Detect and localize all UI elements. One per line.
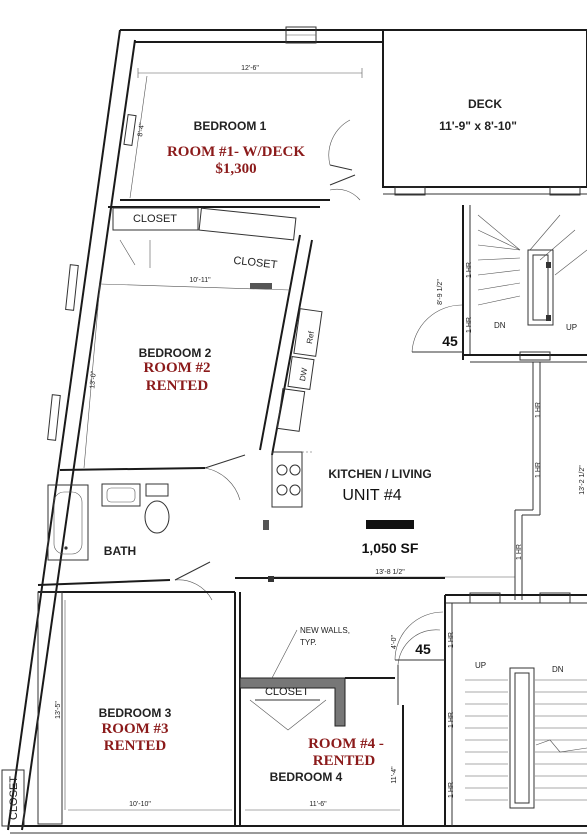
dw-label: DW xyxy=(298,367,309,382)
room-2-status: RENTED xyxy=(146,378,209,394)
dim-bedroom1-depth: 8'-4" xyxy=(137,122,146,137)
area-label: 1,050 SF xyxy=(362,540,419,556)
kitchen-living: KITCHEN / LIVING UNIT #4 1,050 SF 13'-8 … xyxy=(270,467,515,578)
fire-rating-5: 1 HR xyxy=(516,544,523,560)
ref-label: Ref xyxy=(305,330,316,345)
dim-kitchen-width: 13'-8 1/2" xyxy=(375,569,405,576)
fire-rating-6: 1 HR xyxy=(448,632,455,648)
dim-bedroom3-depth: 13'-5" xyxy=(55,701,62,719)
closet-label-1: CLOSET xyxy=(133,213,177,225)
closet-vertical-label: CLOSET xyxy=(8,776,20,820)
unit-45-upper: 45 xyxy=(442,333,458,349)
bedroom-3: 13'-5" 10'-10" BEDROOM 3 ROOM #3 RENTED xyxy=(37,591,232,825)
bath-label: BATH xyxy=(104,544,136,558)
bathroom: BATH xyxy=(37,483,213,601)
corridor-right: 1 HR 1 HR 1 HR 13'-2 1/2" xyxy=(514,362,586,600)
kitchen-living-label: KITCHEN / LIVING xyxy=(328,467,431,481)
dn-lower: DN xyxy=(552,665,564,674)
room-4-status: RENTED xyxy=(313,753,376,769)
interior-walls-lower xyxy=(38,576,445,826)
room-1-annotation: ROOM #1- W/DECK xyxy=(167,144,305,160)
dim-bedroom4-depth: 11'-4" xyxy=(391,766,398,784)
deck-label: DECK xyxy=(468,97,502,111)
room-3-annotation: ROOM #3 xyxy=(101,721,168,737)
closet-bottom-left: CLOSET xyxy=(1,769,25,827)
dim-corridor: 13'-2 1/2" xyxy=(579,465,586,495)
stairwell-lower: 1 HR 1 HR 1 HR xyxy=(394,592,587,826)
bedroom-4: CLOSET NEW WALLS, TYP. 11'-6" 11'-4" 4'-… xyxy=(239,626,441,826)
fire-rating-4: 1 HR xyxy=(535,462,542,478)
fire-rating-3: 1 HR xyxy=(535,402,542,418)
bedroom-1: 12'-6" 8'-4" BEDROOM 1 ROOM #1- W/DECK $… xyxy=(108,42,384,208)
dim-door-width: 4'-0" xyxy=(391,635,398,649)
typ-note: TYP. xyxy=(300,638,317,647)
dim-bedroom2-width: 10'-11" xyxy=(189,277,211,284)
dim-bedroom3-width: 10'-10" xyxy=(129,801,151,808)
bedroom-4-label: BEDROOM 4 xyxy=(270,770,343,784)
room-3-status: RENTED xyxy=(104,738,167,754)
stairwell-upper: DN UP 8'-9 1/2" 1 HR 1 HR 45 xyxy=(411,205,587,363)
kitchen-appliances: Ref DW xyxy=(263,308,323,530)
deck-size: 11'-9" x 8'-10" xyxy=(439,119,517,133)
bedroom-3-label: BEDROOM 3 xyxy=(99,706,172,720)
closets-top: CLOSET CLOSET xyxy=(112,207,297,289)
exterior-walls xyxy=(7,26,587,834)
unit-45-lower: 45 xyxy=(415,641,431,657)
dim-bedroom2-depth: 13'-0" xyxy=(89,370,98,389)
unit-number: UNIT #4 xyxy=(342,487,401,504)
fire-rating-1: 1 HR xyxy=(466,262,473,278)
up-upper: UP xyxy=(566,323,577,332)
dim-stair-upper: 8'-9 1/2" xyxy=(437,279,444,305)
fire-rating-7: 1 HR xyxy=(448,712,455,728)
new-walls-note: NEW WALLS, xyxy=(300,626,350,635)
bedroom-1-label: BEDROOM 1 xyxy=(194,119,267,133)
dn-upper: DN xyxy=(494,321,506,330)
redaction-mark xyxy=(366,520,414,529)
closet-label-2: CLOSET xyxy=(233,255,278,272)
room-4-annotation: ROOM #4 - xyxy=(308,736,384,752)
fire-rating-8: 1 HR xyxy=(448,782,455,798)
up-lower: UP xyxy=(475,661,486,670)
dim-bedroom4-width: 11'-6" xyxy=(309,801,327,808)
dim-bedroom1-width: 12'-6" xyxy=(241,65,259,72)
bedroom-2-label: BEDROOM 2 xyxy=(139,346,212,360)
room-2-annotation: ROOM #2 xyxy=(143,360,210,376)
closet-label-4: CLOSET xyxy=(265,686,309,698)
fire-rating-2: 1 HR xyxy=(466,317,473,333)
deck-area: DECK 11'-9" x 8'-10" xyxy=(382,29,587,196)
room-1-price: $1,300 xyxy=(215,161,256,177)
